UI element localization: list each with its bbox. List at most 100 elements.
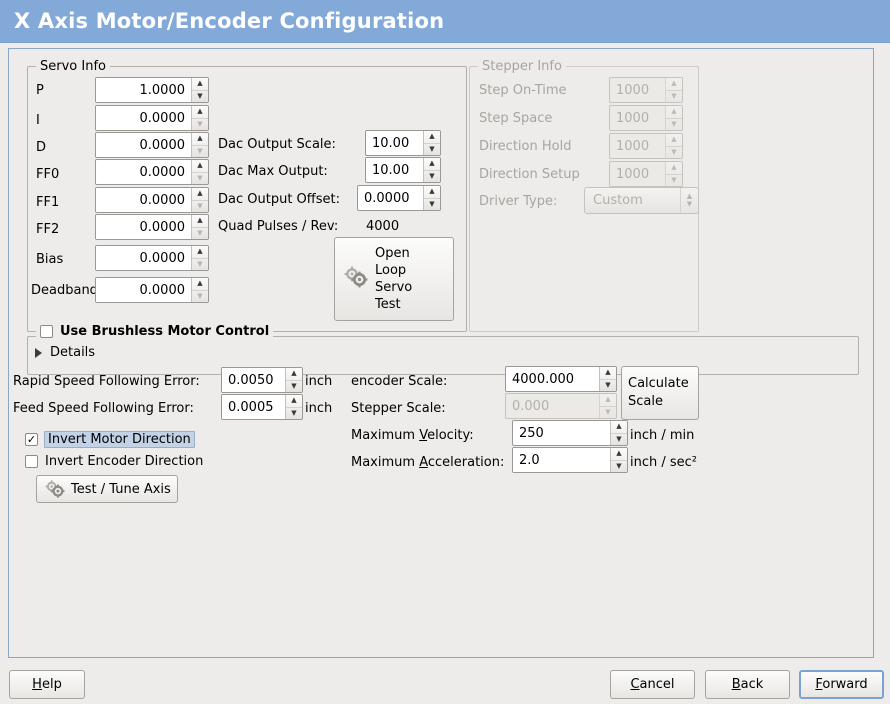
spin-up-icon[interactable]: ▲ <box>192 188 208 201</box>
servo-spin-d-buttons[interactable]: ▲ ▼ <box>191 133 208 157</box>
spin-up-icon[interactable]: ▲ <box>611 421 627 434</box>
servo-spin-ff0[interactable]: 0.0000 ▲ ▼ <box>95 159 209 185</box>
servo-spin-ff1-buttons[interactable]: ▲ ▼ <box>191 188 208 212</box>
spin-down-icon[interactable]: ▼ <box>197 91 203 100</box>
servo-spin-i-buttons[interactable]: ▲ ▼ <box>191 106 208 130</box>
spin-down-icon[interactable]: ▼ <box>429 144 435 153</box>
servo-spin-ff0-buttons[interactable]: ▲ ▼ <box>191 160 208 184</box>
window-title-bar: X Axis Motor/Encoder Configuration <box>0 0 890 43</box>
spin-up-icon[interactable]: ▲ <box>192 133 208 146</box>
spin-down-icon[interactable]: ▼ <box>197 291 203 300</box>
use-brushless-motor-control-checkbox[interactable]: Use Brushless Motor Control <box>36 324 274 339</box>
servo-spin-bias-value[interactable]: 0.0000 <box>96 246 191 270</box>
help-button[interactable]: Help <box>9 670 85 699</box>
spin-down-icon[interactable]: ▼ <box>197 228 203 237</box>
feed-following-error-value[interactable]: 0.0005 <box>222 395 285 419</box>
max-velocity-spin[interactable]: 250 ▲ ▼ <box>512 420 628 446</box>
encoder-scale-buttons[interactable]: ▲ ▼ <box>599 367 616 391</box>
spin-down-icon[interactable]: ▼ <box>197 146 203 155</box>
max-acceleration-buttons[interactable]: ▲ ▼ <box>610 448 627 472</box>
dac-output-scale-spin[interactable]: 10.00 ▲ ▼ <box>365 130 441 156</box>
rapid-following-error-buttons[interactable]: ▲ ▼ <box>285 368 302 392</box>
servo-spin-p-buttons[interactable]: ▲ ▼ <box>191 78 208 102</box>
dac-max-output-spin[interactable]: 10.00 ▲ ▼ <box>365 157 441 183</box>
invert-motor-checkbox-box[interactable]: ✓ <box>25 433 38 446</box>
servo-spin-ff2-buttons[interactable]: ▲ ▼ <box>191 215 208 239</box>
servo-spin-deadband-value[interactable]: 0.0000 <box>96 278 191 302</box>
servo-spin-ff0-value[interactable]: 0.0000 <box>96 160 191 184</box>
rapid-following-error-spin[interactable]: 0.0050 ▲ ▼ <box>221 367 303 393</box>
spin-up-icon[interactable]: ▲ <box>424 186 440 199</box>
spin-down-icon[interactable]: ▼ <box>616 461 622 470</box>
spin-down-icon[interactable]: ▼ <box>291 381 297 390</box>
spin-up-icon[interactable]: ▲ <box>286 368 302 381</box>
spin-up-icon[interactable]: ▲ <box>192 278 208 291</box>
spin-up-icon[interactable]: ▲ <box>424 131 440 144</box>
spin-up-icon[interactable]: ▲ <box>611 448 627 461</box>
servo-spin-p[interactable]: 1.0000 ▲ ▼ <box>95 77 209 103</box>
invert-motor-direction-checkbox[interactable]: ✓ Invert Motor Direction <box>25 431 195 448</box>
servo-spin-i-value[interactable]: 0.0000 <box>96 106 191 130</box>
encoder-scale-spin[interactable]: 4000.000 ▲ ▼ <box>505 366 617 392</box>
servo-spin-i[interactable]: 0.0000 ▲ ▼ <box>95 105 209 131</box>
spin-up-icon[interactable]: ▲ <box>192 160 208 173</box>
dac-output-scale-value[interactable]: 10.00 <box>366 131 423 155</box>
servo-spin-deadband-buttons[interactable]: ▲ ▼ <box>191 278 208 302</box>
spin-up-icon[interactable]: ▲ <box>192 246 208 259</box>
rapid-following-error-value[interactable]: 0.0050 <box>222 368 285 392</box>
servo-spin-ff1-value[interactable]: 0.0000 <box>96 188 191 212</box>
details-expander[interactable]: Details <box>35 345 95 360</box>
cancel-button[interactable]: Cancel <box>610 670 695 699</box>
calculate-scale-line-1: Calculate <box>628 376 689 391</box>
spin-up-icon[interactable]: ▲ <box>192 78 208 91</box>
dac-max-output-value[interactable]: 10.00 <box>366 158 423 182</box>
spin-down-icon[interactable]: ▼ <box>616 434 622 443</box>
step-on-time-value: 1000 <box>610 78 665 102</box>
dac-output-scale-buttons[interactable]: ▲ ▼ <box>423 131 440 155</box>
servo-spin-bias-buttons[interactable]: ▲ ▼ <box>191 246 208 270</box>
servo-spin-bias[interactable]: 0.0000 ▲ ▼ <box>95 245 209 271</box>
cancel-mnemonic: C <box>630 677 640 692</box>
max-velocity-buttons[interactable]: ▲ ▼ <box>610 421 627 445</box>
encoder-scale-value[interactable]: 4000.000 <box>506 367 599 391</box>
brushless-checkbox-box[interactable] <box>40 325 53 338</box>
step-on-time-spin: 1000 ▲ ▼ <box>609 77 683 103</box>
spin-up-icon[interactable]: ▲ <box>424 158 440 171</box>
spin-up-icon[interactable]: ▲ <box>286 395 302 408</box>
test-tune-axis-button[interactable]: Test / Tune Axis <box>36 475 178 503</box>
forward-button[interactable]: Forward <box>799 670 884 699</box>
spin-down-icon[interactable]: ▼ <box>197 259 203 268</box>
dac-output-offset-buttons[interactable]: ▲ ▼ <box>423 186 440 210</box>
max-acceleration-spin[interactable]: 2.0 ▲ ▼ <box>512 447 628 473</box>
spin-down-icon[interactable]: ▼ <box>197 201 203 210</box>
spin-down-icon[interactable]: ▼ <box>605 380 611 389</box>
servo-spin-d[interactable]: 0.0000 ▲ ▼ <box>95 132 209 158</box>
servo-spin-deadband[interactable]: 0.0000 ▲ ▼ <box>95 277 209 303</box>
spin-down-icon[interactable]: ▼ <box>429 171 435 180</box>
calculate-scale-button[interactable]: Calculate Scale <box>621 366 699 420</box>
open-loop-servo-test-button[interactable]: Open Loop Servo Test <box>334 237 454 321</box>
servo-spin-ff2[interactable]: 0.0000 ▲ ▼ <box>95 214 209 240</box>
spin-up-icon[interactable]: ▲ <box>192 106 208 119</box>
dac-max-output-buttons[interactable]: ▲ ▼ <box>423 158 440 182</box>
servo-spin-ff1[interactable]: 0.0000 ▲ ▼ <box>95 187 209 213</box>
dac-output-offset-spin[interactable]: 0.0000 ▲ ▼ <box>357 185 441 211</box>
max-acceleration-value[interactable]: 2.0 <box>513 448 610 472</box>
back-button[interactable]: Back <box>705 670 790 699</box>
chevron-right-icon[interactable] <box>35 347 42 358</box>
servo-spin-p-value[interactable]: 1.0000 <box>96 78 191 102</box>
spin-up-icon[interactable]: ▲ <box>192 215 208 228</box>
spin-down-icon[interactable]: ▼ <box>291 408 297 417</box>
invert-encoder-checkbox-box[interactable] <box>25 455 38 468</box>
spin-down-icon[interactable]: ▼ <box>429 199 435 208</box>
servo-spin-ff2-value[interactable]: 0.0000 <box>96 215 191 239</box>
max-velocity-value[interactable]: 250 <box>513 421 610 445</box>
invert-encoder-direction-checkbox[interactable]: Invert Encoder Direction <box>25 454 203 469</box>
spin-up-icon[interactable]: ▲ <box>600 367 616 380</box>
spin-down-icon[interactable]: ▼ <box>197 173 203 182</box>
feed-following-error-buttons[interactable]: ▲ ▼ <box>285 395 302 419</box>
feed-following-error-spin[interactable]: 0.0005 ▲ ▼ <box>221 394 303 420</box>
servo-spin-d-value[interactable]: 0.0000 <box>96 133 191 157</box>
spin-down-icon[interactable]: ▼ <box>197 119 203 128</box>
dac-output-offset-value[interactable]: 0.0000 <box>358 186 423 210</box>
